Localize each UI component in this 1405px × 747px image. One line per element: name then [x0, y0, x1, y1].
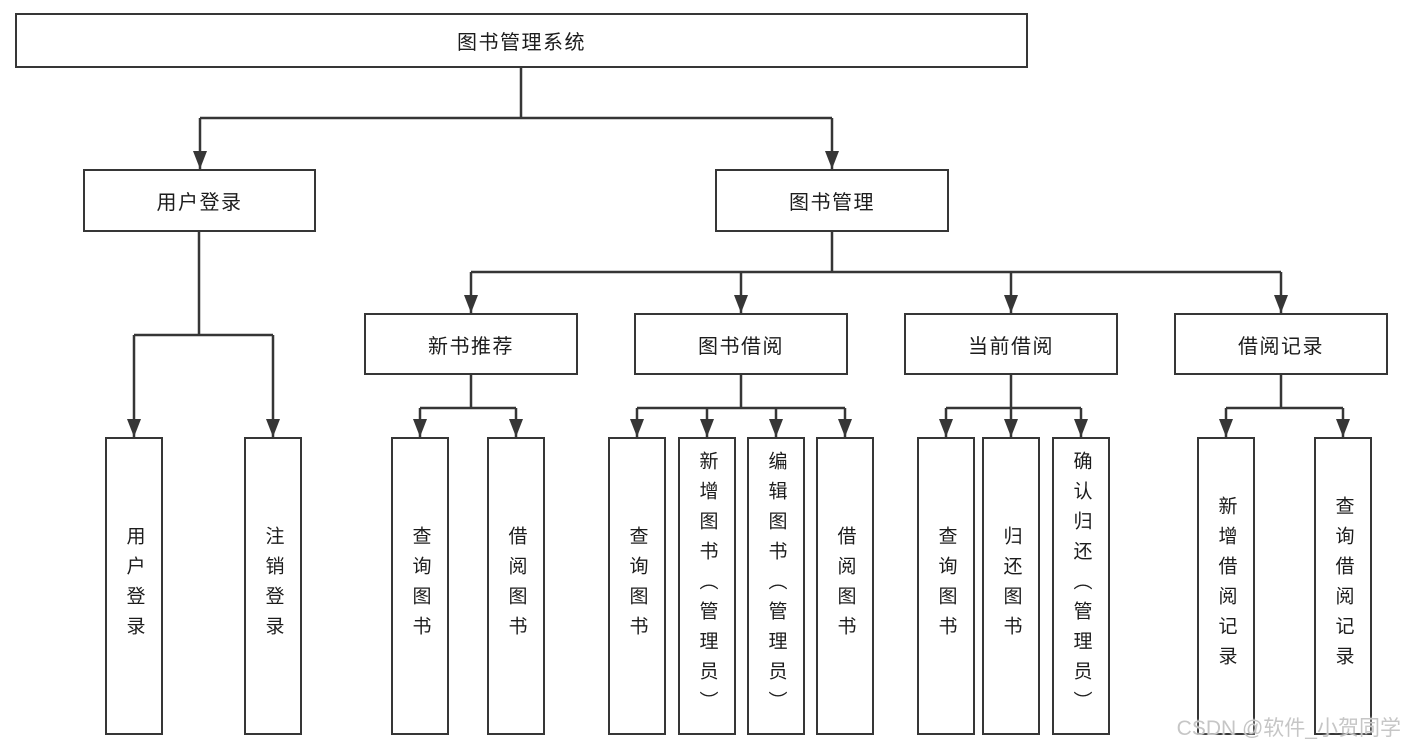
connector-new-book-children: [413, 375, 523, 437]
leaf-query-borrow-record-label: 查询借阅记录: [1332, 496, 1354, 676]
leaf-user-login-label: 用户登录: [123, 526, 145, 646]
leaf-user-login: 用户登录: [105, 437, 163, 735]
node-user-login-label: 用户登录: [156, 192, 243, 214]
leaf-borrow-books-recommend-label: 借阅图书: [505, 526, 527, 646]
leaf-return-book-label: 归还图书: [1000, 526, 1022, 646]
node-current-borrow: 当前借阅: [904, 313, 1118, 375]
leaf-edit-book-admin: 编辑图书（管理员）: [747, 437, 805, 735]
leaf-query-books-current: 查询图书: [917, 437, 975, 735]
connector-borrow-record-children: [1219, 375, 1350, 437]
node-current-borrow-label: 当前借阅: [968, 335, 1054, 358]
node-book-borrow: 图书借阅: [634, 313, 848, 375]
leaf-edit-book-admin-label: 编辑图书（管理员）: [765, 451, 787, 721]
node-root: 图书管理系统: [15, 13, 1028, 68]
connector-current-borrow-children: [939, 375, 1088, 437]
leaf-logout-label: 注销登录: [262, 526, 284, 646]
leaf-add-book-admin: 新增图书（管理员）: [678, 437, 736, 735]
leaf-query-books-recommend: 查询图书: [391, 437, 449, 735]
node-user-login: 用户登录: [83, 169, 316, 232]
node-borrow-records: 借阅记录: [1174, 313, 1388, 375]
leaf-query-books-borrow: 查询图书: [608, 437, 666, 735]
leaf-query-books-current-label: 查询图书: [935, 526, 957, 646]
leaf-add-borrow-record-label: 新增借阅记录: [1215, 496, 1237, 676]
node-borrow-records-label: 借阅记录: [1238, 335, 1324, 358]
leaf-logout: 注销登录: [244, 437, 302, 735]
leaf-add-borrow-record: 新增借阅记录: [1197, 437, 1255, 735]
node-book-management-label: 图书管理: [789, 192, 875, 214]
node-root-label: 图书管理系统: [457, 32, 586, 54]
node-book-management: 图书管理: [715, 169, 949, 232]
leaf-return-book: 归还图书: [982, 437, 1040, 735]
connector-book-borrow-children: [630, 375, 852, 437]
connector-user-login-children: [127, 232, 280, 437]
leaf-borrow-books-label: 借阅图书: [834, 526, 856, 646]
node-new-book-recommend-label: 新书推荐: [428, 335, 514, 358]
leaf-confirm-return-admin-label: 确认归还（管理员）: [1070, 451, 1092, 721]
node-new-book-recommend: 新书推荐: [364, 313, 578, 375]
leaf-borrow-books: 借阅图书: [816, 437, 874, 735]
leaf-query-books-borrow-label: 查询图书: [626, 526, 648, 646]
connector-root-to-level2: [193, 68, 839, 169]
csdn-watermark: CSDN @软件_小贺同学: [1176, 717, 1401, 740]
leaf-borrow-books-recommend: 借阅图书: [487, 437, 545, 735]
leaf-query-borrow-record: 查询借阅记录: [1314, 437, 1372, 735]
leaf-add-book-admin-label: 新增图书（管理员）: [696, 451, 718, 721]
leaf-confirm-return-admin: 确认归还（管理员）: [1052, 437, 1110, 735]
connector-book-management-children: [464, 232, 1288, 313]
node-book-borrow-label: 图书借阅: [698, 335, 784, 358]
leaf-query-books-recommend-label: 查询图书: [409, 526, 431, 646]
